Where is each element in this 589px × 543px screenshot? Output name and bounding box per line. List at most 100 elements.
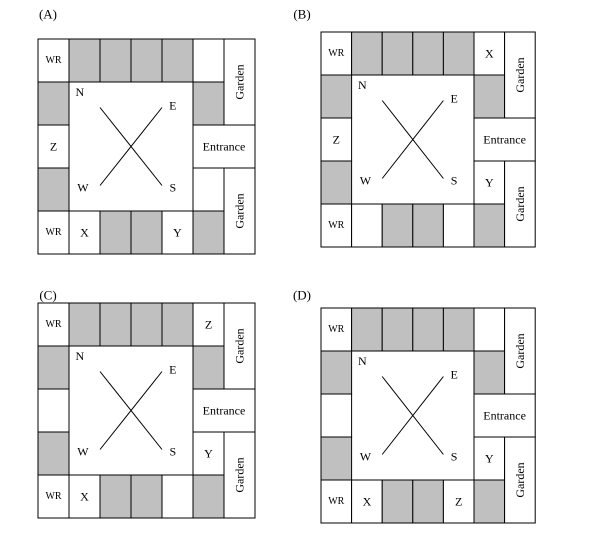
bottom-cell [99, 474, 132, 519]
bottom-cell [161, 474, 194, 519]
left-cell [320, 117, 353, 162]
south-label: S [451, 174, 458, 188]
entrance-label: Entrance [483, 133, 526, 147]
wr-label: WR [328, 324, 344, 335]
north-label: N [358, 354, 367, 368]
garden-label: Garden [233, 193, 247, 228]
east-label: E [169, 99, 176, 113]
left-cell [37, 81, 70, 126]
wr-label: WR [45, 55, 61, 66]
bottom-cell [442, 203, 475, 248]
top-cell [99, 38, 132, 83]
wr-label: WR [328, 496, 344, 507]
garden-label: Garden [513, 333, 527, 368]
entrance-label: Entrance [203, 404, 246, 418]
top-cell [161, 302, 194, 347]
left-cell [320, 160, 353, 205]
north-label: N [76, 85, 85, 99]
top-cell-label: X [485, 47, 494, 61]
top-cell [130, 38, 163, 83]
top-cell-label: Z [205, 318, 212, 332]
garden-top [223, 38, 256, 126]
top-cell [68, 302, 101, 347]
bottom-cell-label: X [80, 490, 89, 504]
bottom-cell [442, 479, 475, 524]
wr-label: WR [45, 227, 61, 238]
right-cell [192, 81, 225, 126]
bottom-cell [99, 210, 132, 255]
right-cell [473, 350, 506, 395]
top-cell [99, 302, 132, 347]
right-cell [192, 345, 225, 390]
bottom-cell [192, 210, 225, 255]
bottom-cell [412, 479, 444, 524]
north-label: N [76, 349, 85, 363]
right-cell [192, 167, 225, 212]
top-cell [442, 31, 475, 76]
top-cell [442, 307, 475, 352]
top-cell [473, 307, 506, 352]
left-cell [320, 74, 353, 119]
panel-label: (B) [293, 7, 310, 22]
wr-label: WR [328, 220, 344, 231]
right-cell-label: Y [204, 447, 213, 461]
left-cell-label: Z [333, 133, 340, 147]
garden-label: Garden [513, 57, 527, 92]
garden-label: Garden [233, 457, 247, 492]
right-cell [192, 431, 225, 476]
garden-label: Garden [513, 186, 527, 221]
wr-label: WR [45, 319, 61, 330]
west-label: W [360, 450, 372, 464]
panel-label: (D) [293, 288, 311, 303]
left-cell [37, 431, 70, 476]
garden-label: Garden [233, 64, 247, 99]
bottom-cell [381, 479, 414, 524]
bottom-cell [412, 203, 444, 248]
bottom-cell [68, 210, 101, 255]
bottom-cell [473, 203, 506, 248]
bottom-cell-label: X [80, 226, 89, 240]
west-label: W [77, 181, 89, 195]
diagonal-line [381, 100, 444, 179]
left-cell [37, 167, 70, 212]
wr-cell-top [37, 302, 70, 347]
garden-label: Garden [513, 462, 527, 497]
wr-cell-top [37, 38, 70, 83]
bottom-cell [381, 203, 414, 248]
top-cell [130, 302, 163, 347]
top-cell [381, 307, 414, 352]
entrance-cell [473, 117, 536, 162]
right-cell-label: Y [485, 176, 494, 190]
top-cell [351, 307, 383, 352]
west-label: W [77, 445, 89, 459]
top-cell [161, 38, 194, 83]
wr-cell-top [320, 307, 353, 352]
wr-label: WR [45, 491, 61, 502]
right-cell [473, 74, 506, 119]
panel-label: (A) [39, 7, 57, 22]
top-cell [412, 31, 444, 76]
wr-label: WR [328, 48, 344, 59]
panel-label: (C) [39, 288, 56, 303]
entrance-cell [473, 393, 536, 438]
diagonal-line [99, 371, 163, 450]
top-cell [351, 31, 383, 76]
left-cell [37, 345, 70, 390]
diagonal-line [381, 376, 444, 455]
top-cell [192, 38, 225, 83]
south-label: S [451, 450, 458, 464]
bottom-cell [473, 479, 506, 524]
bottom-cell [68, 474, 101, 519]
wr-cell-bottom [320, 203, 353, 248]
entrance-label: Entrance [483, 409, 526, 423]
garden-bottom [223, 167, 256, 255]
left-cell-label: Z [50, 140, 57, 154]
garden-top [504, 307, 536, 395]
bottom-cell [130, 474, 163, 519]
wr-cell-bottom [320, 479, 353, 524]
entrance-label: Entrance [203, 140, 246, 154]
top-cell [473, 31, 506, 76]
